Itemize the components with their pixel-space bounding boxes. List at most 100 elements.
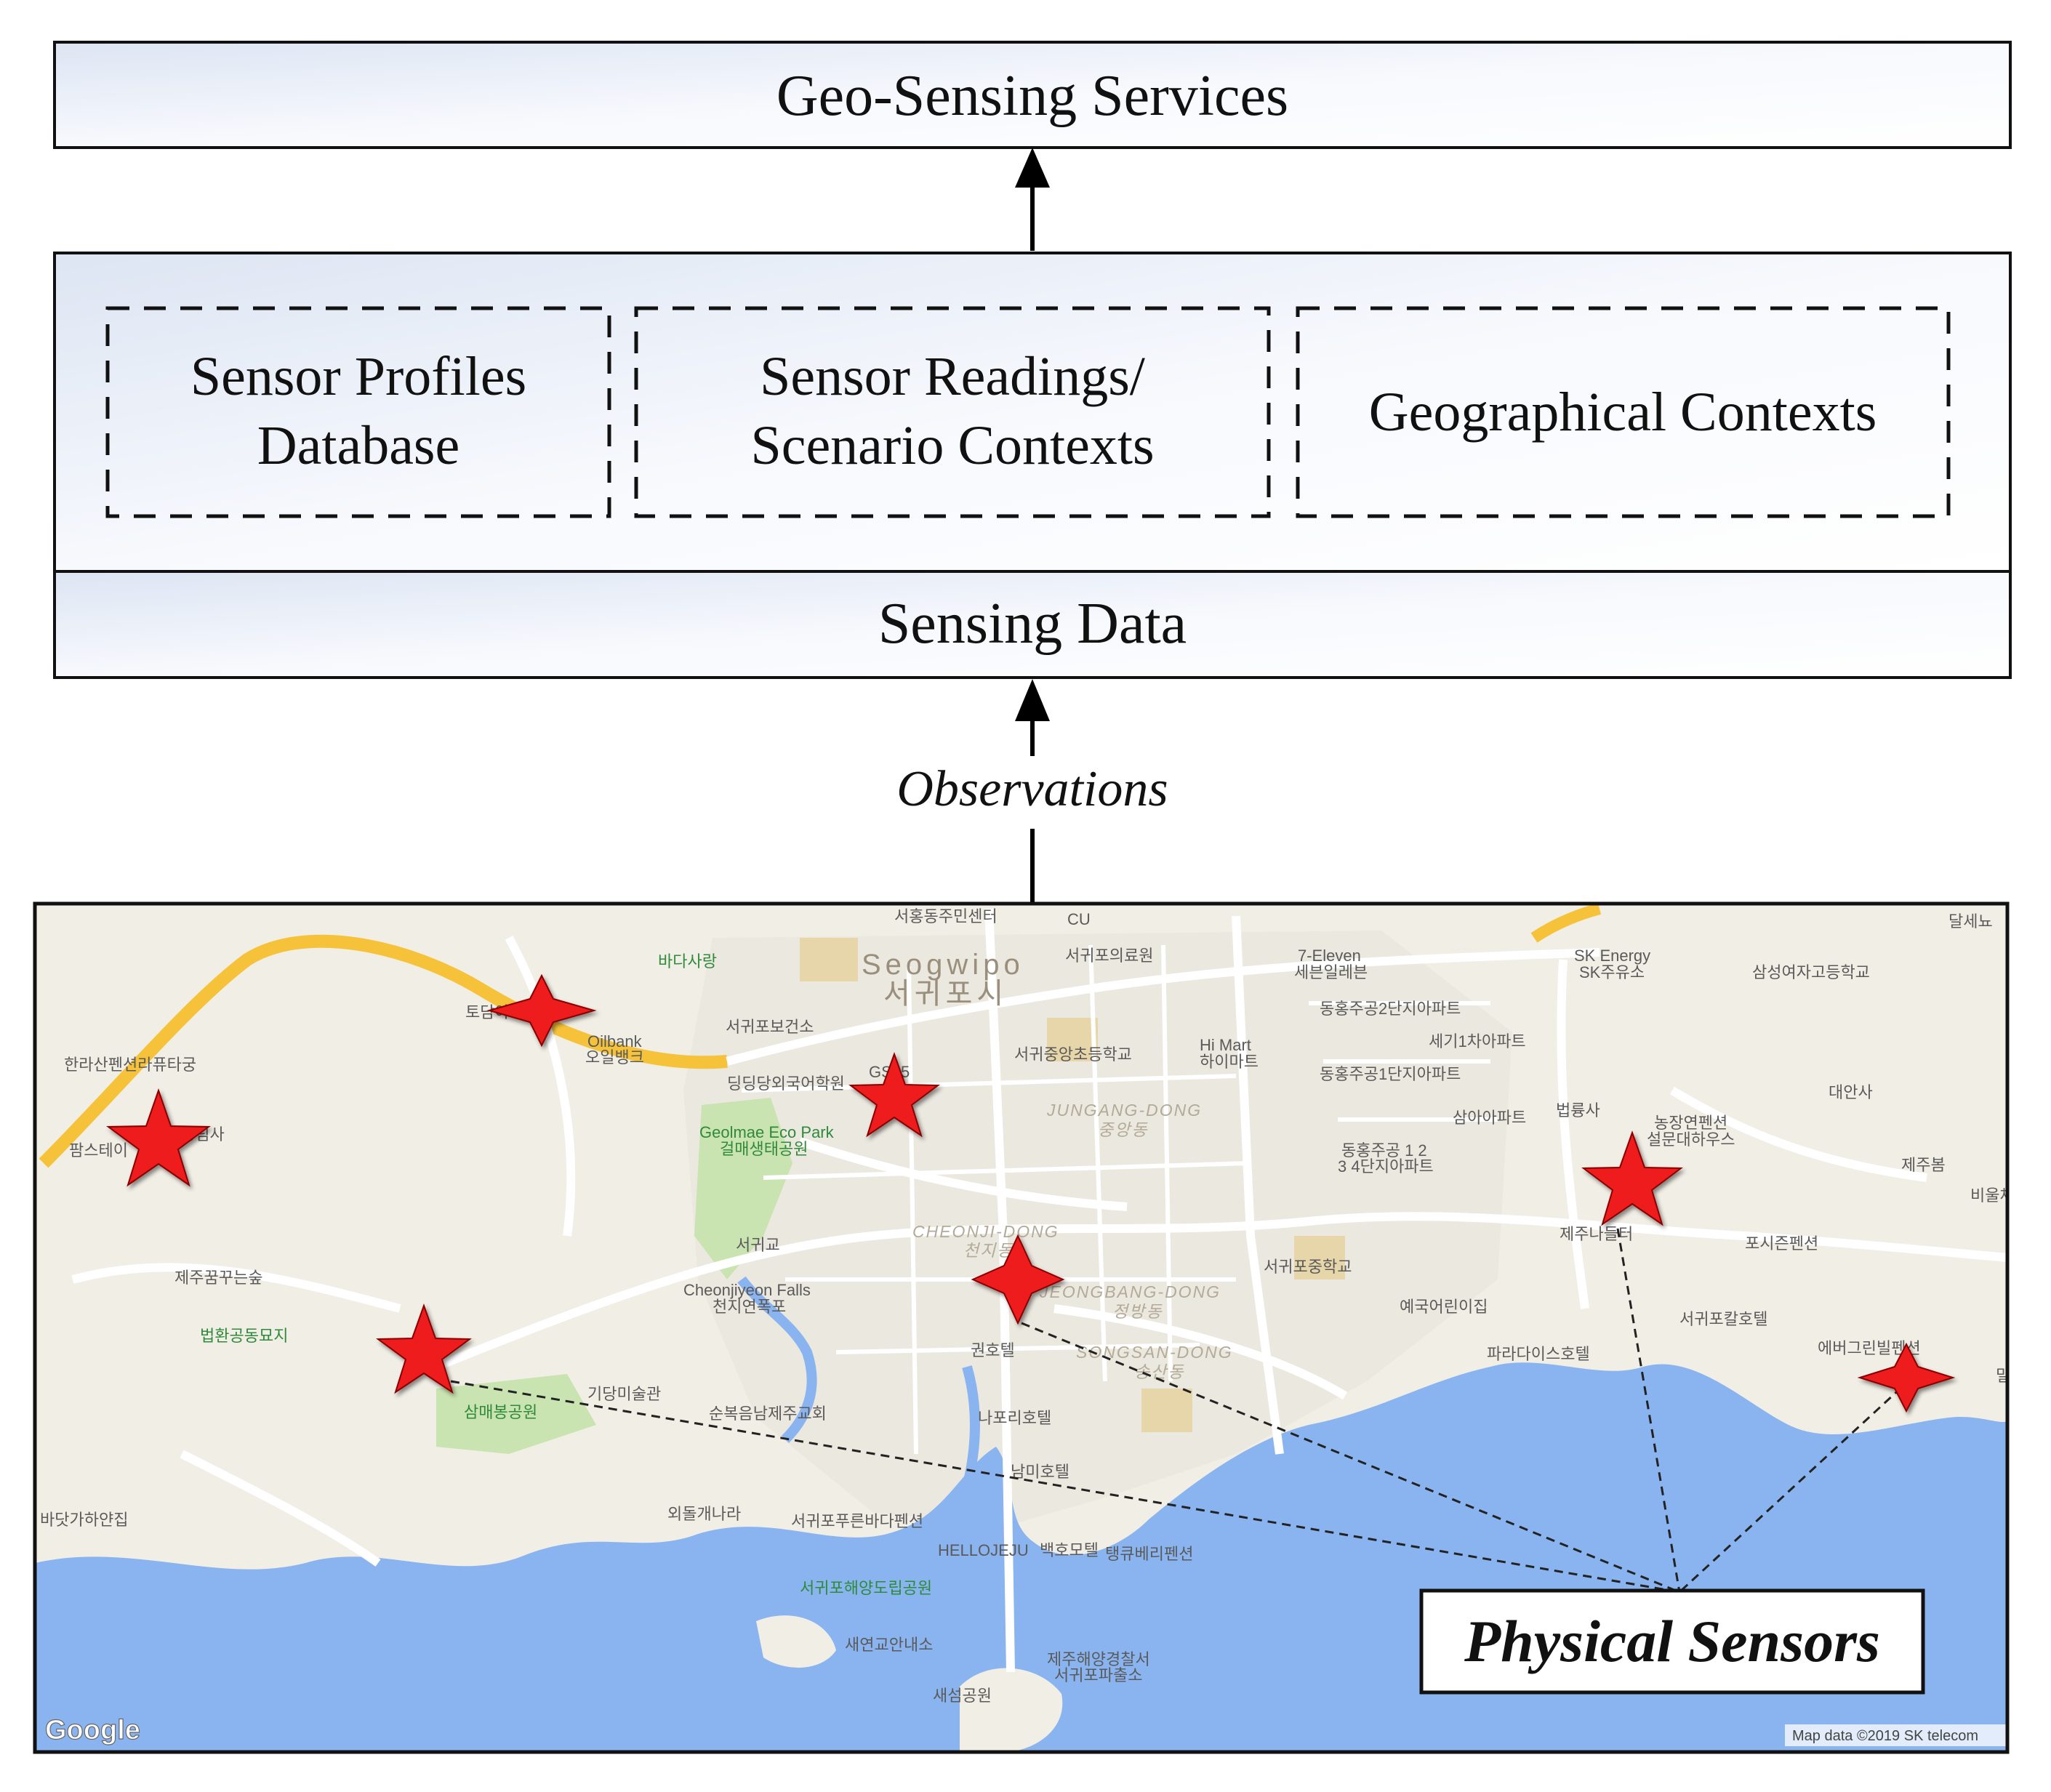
svg-text:Hi Mart: Hi Mart (1200, 1036, 1251, 1054)
observations-label: Observations (896, 761, 1168, 817)
svg-text:HELLOJEJU: HELLOJEJU (938, 1541, 1029, 1559)
svg-text:서귀포푸른바다펜션: 서귀포푸른바다펜션 (791, 1512, 923, 1530)
district-songsan-en: SONGSAN-DONG (1076, 1343, 1233, 1362)
sensing-data-label: Sensing Data (878, 592, 1187, 656)
seogwipo-map: Seogwipo 서귀포시 JUNGANG-DONG 중앙동 CHEONJI-D… (33, 901, 2025, 1754)
svg-text:Cheonjiyeon Falls: Cheonjiyeon Falls (683, 1281, 811, 1299)
svg-text:서홍동주민센터: 서홍동주민센터 (894, 907, 998, 925)
geographical-contexts-component: Geographical Contexts (1296, 306, 1951, 518)
svg-text:서귀포파출소: 서귀포파출소 (1054, 1666, 1142, 1684)
svg-text:Geolmae Eco Park: Geolmae Eco Park (699, 1123, 835, 1141)
svg-text:삼매봉공원: 삼매봉공원 (464, 1403, 537, 1421)
svg-text:7-Eleven: 7-Eleven (1298, 947, 1361, 965)
svg-text:남미호텔: 남미호텔 (1011, 1463, 1069, 1481)
svg-text:파라다이스호텔: 파라다이스호텔 (1487, 1345, 1590, 1363)
district-jungang-ko: 중앙동 (1098, 1120, 1148, 1139)
svg-text:팜스테이: 팜스테이 (69, 1141, 128, 1160)
svg-text:나포리호텔: 나포리호텔 (978, 1409, 1051, 1427)
svg-text:걸매생태공원: 걸매생태공원 (720, 1140, 808, 1158)
map-credit: Map data ©2019 SK telecom (1792, 1728, 1978, 1744)
svg-text:천지연폭포: 천지연폭포 (713, 1298, 786, 1316)
district-cheonji-ko: 천지동 (963, 1241, 1014, 1260)
svg-text:설문대하우스: 설문대하우스 (1647, 1130, 1735, 1149)
svg-text:서귀교: 서귀교 (736, 1236, 780, 1254)
google-logo: Google (45, 1715, 140, 1745)
observations-arrow (1015, 679, 1050, 904)
svg-text:Oilbank: Oilbank (587, 1032, 643, 1050)
svg-text:달세뇨: 달세뇨 (1948, 912, 1993, 931)
svg-text:바닷가하얀집: 바닷가하얀집 (40, 1511, 128, 1529)
district-jeongbang-en: JEONGBANG-DONG (1039, 1282, 1221, 1301)
svg-text:백호모텔: 백호모텔 (1040, 1541, 1099, 1559)
svg-text:CU: CU (1067, 910, 1091, 928)
svg-text:비울채: 비울채 (1970, 1186, 2015, 1205)
major-road (39, 934, 728, 1168)
svg-text:외돌개나라: 외돌개나라 (667, 1505, 741, 1523)
sensor-star-7 (1857, 1342, 1956, 1413)
geolmae-eco-park (694, 1098, 792, 1279)
svg-text:예국어린이집: 예국어린이집 (1400, 1298, 1488, 1316)
svg-text:제주해양경찰서: 제주해양경찰서 (1047, 1650, 1150, 1668)
geo-sensing-services-label: Geo-Sensing Services (776, 64, 1288, 128)
sensor-star-5 (971, 1234, 1065, 1325)
svg-text:동홍주공 1 2: 동홍주공 1 2 (1341, 1141, 1427, 1160)
svg-text:기당미술관: 기당미술관 (587, 1385, 661, 1403)
district-jungang-en: JUNGANG-DONG (1046, 1101, 1202, 1120)
city-name-ko: 서귀포시 (883, 978, 1008, 1010)
sensor-star-6 (1581, 1130, 1683, 1226)
svg-text:3 4단지아파트: 3 4단지아파트 (1338, 1157, 1434, 1176)
svg-text:한라산펜션라퓨타궁: 한라산펜션라퓨타궁 (64, 1056, 196, 1074)
sensor-readings-line2: Scenario Contexts (750, 415, 1154, 476)
geographical-contexts-label: Geographical Contexts (1369, 382, 1877, 443)
svg-text:동홍주공1단지아파트: 동홍주공1단지아파트 (1320, 1065, 1461, 1083)
svg-text:서귀포칼호텔: 서귀포칼호텔 (1679, 1310, 1767, 1328)
sensor-star-4 (376, 1303, 472, 1394)
svg-text:농장연펜션: 농장연펜션 (1654, 1114, 1727, 1132)
svg-text:동홍주공2단지아파트: 동홍주공2단지아파트 (1320, 1000, 1461, 1018)
svg-text:서귀포의료원: 서귀포의료원 (1065, 947, 1153, 965)
geo-sensing-services-box: Geo-Sensing Services (53, 41, 2012, 149)
svg-text:서귀포중학교: 서귀포중학교 (1264, 1258, 1352, 1276)
svg-text:법륭사: 법륭사 (1556, 1101, 1600, 1120)
svg-text:바다사랑: 바다사랑 (658, 952, 717, 971)
svg-text:세븐일레븐: 세븐일레븐 (1294, 963, 1368, 981)
sensor-star-1 (106, 1088, 211, 1187)
district-jeongbang-ko: 정방동 (1112, 1302, 1163, 1321)
svg-text:새섬공원: 새섬공원 (933, 1687, 992, 1705)
city-name-en: Seogwipo (862, 949, 1024, 981)
sensor-readings-line1: Sensor Readings/ (760, 346, 1146, 407)
sensor-connection-lines (450, 1228, 1914, 1594)
sensor-star-3 (848, 1052, 940, 1138)
context-layer-box: Sensor Profiles Database Sensor Readings… (53, 252, 2012, 573)
sensing-data-box: Sensing Data (53, 570, 2012, 679)
svg-text:대안사: 대안사 (1829, 1083, 1873, 1101)
svg-text:딩딩당외국어학원: 딩딩당외국어학원 (727, 1074, 845, 1093)
svg-text:밀레: 밀레 (1996, 1367, 2025, 1385)
svg-text:SK Energy: SK Energy (1574, 947, 1650, 965)
sensor-star-2 (486, 973, 597, 1048)
svg-text:순복음남제주교회: 순복음남제주교회 (709, 1405, 827, 1423)
svg-text:법환공동묘지: 법환공동묘지 (200, 1327, 288, 1345)
svg-text:제주꿈꾸는숲: 제주꿈꾸는숲 (174, 1269, 262, 1287)
district-cheonji-en: CHEONJI-DONG (912, 1222, 1059, 1241)
svg-text:권호텔: 권호텔 (971, 1341, 1015, 1359)
svg-text:새연교안내소: 새연교안내소 (845, 1636, 933, 1654)
svg-text:세기1차아파트: 세기1차아파트 (1429, 1032, 1526, 1050)
svg-text:삼성여자고등학교: 삼성여자고등학교 (1752, 963, 1870, 981)
svg-text:제주나들터: 제주나들터 (1560, 1225, 1633, 1243)
svg-text:SK주유소: SK주유소 (1579, 963, 1645, 981)
sensor-profiles-line1: Sensor Profiles (190, 346, 526, 407)
sensor-profiles-line2: Database (257, 415, 460, 476)
sensor-markers (106, 973, 1956, 1413)
sammaebong-park (436, 1374, 596, 1454)
road-network (71, 908, 2007, 1673)
svg-text:탱큐베리펜션: 탱큐베리펜션 (1105, 1545, 1193, 1563)
sensor-profiles-database-component: Sensor Profiles Database (105, 306, 611, 518)
svg-text:포시즌펜션: 포시즌펜션 (1745, 1234, 1818, 1253)
physical-sensors-label: Physical Sensors (1464, 1608, 1880, 1674)
svg-text:서귀포보건소: 서귀포보건소 (726, 1018, 814, 1036)
svg-text:서귀포해양도립공원: 서귀포해양도립공원 (800, 1579, 932, 1597)
arrow-up-to-services (1015, 148, 1050, 251)
physical-sensors-label-box: Physical Sensors (1419, 1588, 1925, 1695)
